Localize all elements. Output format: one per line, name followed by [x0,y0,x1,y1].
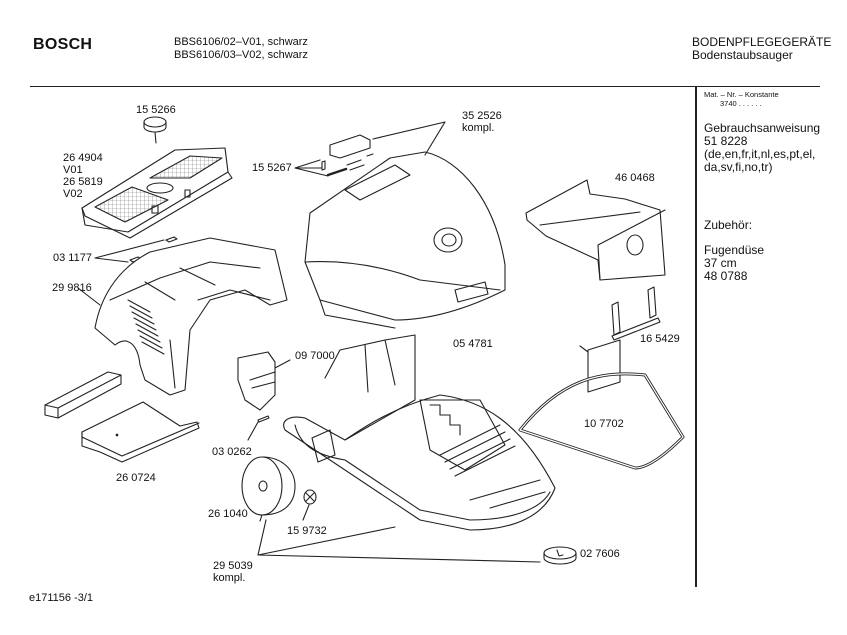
header-divider [30,86,820,87]
part-wheel-261040 [242,457,295,515]
leader-261040 [260,515,262,521]
part-clip-159732 [303,490,316,520]
part-label-260724: 26 0724 [116,472,156,484]
model-line: BBS6106/03–V02, schwarz [174,49,308,61]
model-line: BBS6106/02–V01, schwarz [174,36,308,48]
part-label-261040: 26 1040 [208,508,248,520]
part-label-030262: 03 0262 [212,446,252,458]
leader-299816 [78,288,100,305]
part-label-027606: 02 7606 [580,548,620,560]
sidebar-divider [695,87,697,587]
model-list: BBS6106/02–V01, schwarz BBS6106/03–V02, … [174,36,308,62]
part-foam-block [45,372,121,418]
part-label-155266: 15 5266 [136,104,176,116]
mat-nr-label: Mat. – Nr. – Konstante [704,90,779,99]
manual-languages: (de,en,fr,it,nl,es,pt,el, [704,147,816,161]
part-label-097000: 09 7000 [295,350,335,362]
part-latch-155267 [295,135,373,176]
part-filter-pad-054781 [588,340,620,392]
part-base-295039 [284,335,555,530]
part-label-031177: 03 1177 [53,252,92,264]
accessory-number: 48 0788 [704,269,748,283]
manual-languages-cont: da,sv,fi,no,tr) [704,160,773,174]
part-label-352526-kompl: kompl. [462,122,495,134]
category-title: BODENPFLEGEGERÄTE [692,35,832,49]
brand-logo: BOSCH [33,36,93,53]
leader-352526 [373,122,445,155]
part-label-165429: 16 5429 [640,333,680,345]
part-housing-299816 [95,238,287,395]
part-label-107702: 10 7702 [584,418,624,430]
category-block: BODENPFLEGEGERÄTE Bodenstaubsauger [692,36,831,62]
document-id: e171156 -3/1 [29,592,94,604]
part-lid-352526 [305,152,505,328]
leader-295039 [258,520,540,562]
category-subtitle: Bodenstaubsauger [692,48,793,62]
accessory-name: Fugendüse [704,243,765,257]
part-holder-165429 [612,287,660,340]
mat-nr-value: 3740 . . . . . . [720,99,762,108]
part-label-155267: 15 5267 [252,162,292,174]
part-flap-097000 [238,352,290,410]
part-label-v02: V02 [63,188,83,200]
part-label-159732: 15 9732 [287,525,327,537]
part-label-265819: 26 5819 [63,176,103,188]
part-gasket-107702 [520,374,683,468]
manual-title: Gebrauchsanweisung [704,121,821,135]
part-pin-030262 [248,416,269,440]
part-label-460468: 46 0468 [615,172,655,184]
part-plate-260724 [82,402,199,462]
part-ring-027606 [544,547,576,564]
part-knob-155266 [144,117,166,143]
part-label-295039: 29 5039 [213,560,253,572]
part-label-v01: V01 [63,164,83,176]
manual-number: 51 8228 [704,134,748,148]
accessory-size: 37 cm [704,256,737,270]
part-label-295039-kompl: kompl. [213,572,246,584]
accessories-title: Zubehör: [704,218,753,232]
leader-054781 [580,346,588,352]
part-label-352526: 35 2526 [462,110,502,122]
part-dustbag-460468 [526,180,665,280]
part-label-264904: 26 4904 [63,152,103,164]
part-label-299816: 29 9816 [52,282,92,294]
info-sidebar: Mat. – Nr. – Konstante 3740 . . . . . . … [704,90,844,283]
part-label-054781: 05 4781 [453,338,493,350]
part-filter-cover-264904 [82,148,232,238]
